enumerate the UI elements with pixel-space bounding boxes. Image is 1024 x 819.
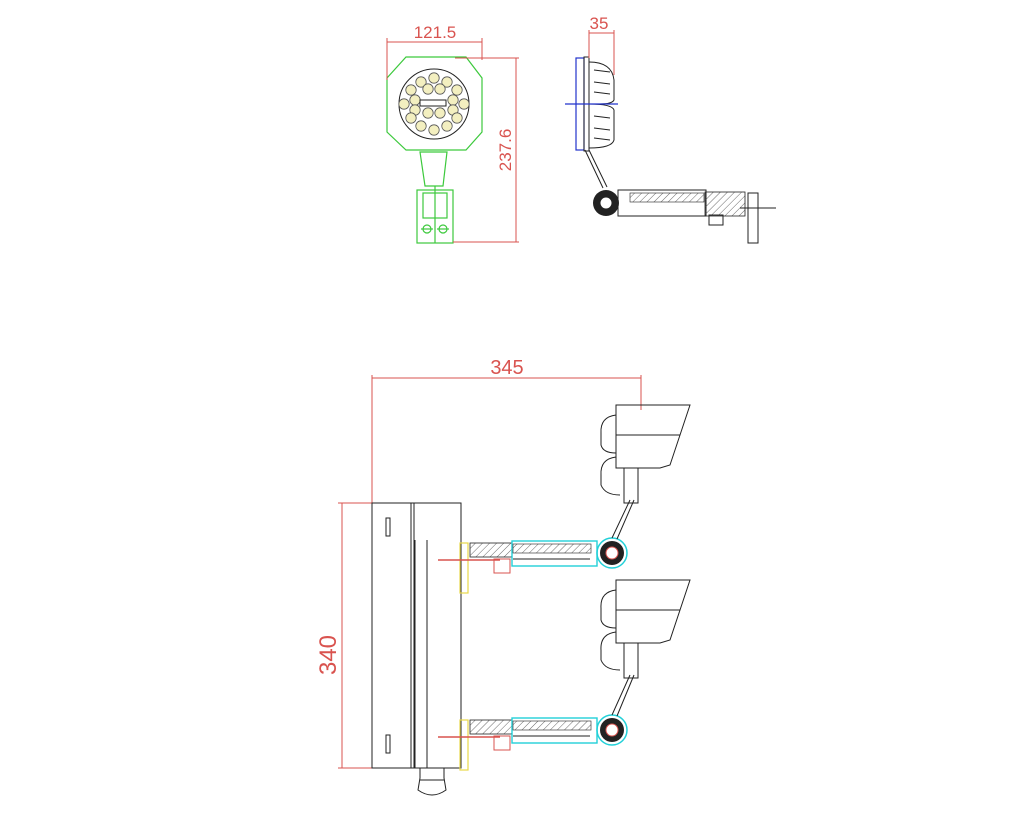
led [415,76,427,88]
lamp-head [615,404,691,469]
neck [419,151,448,187]
led [451,84,463,96]
tilt-arm [584,149,608,189]
led [405,84,417,96]
arm-mount [704,191,746,217]
center-label-slot [419,99,447,107]
driver-housing [371,502,462,769]
octagon-housing [386,56,483,151]
height-dimension: 237.6 [496,129,515,172]
assembly-view: 345 340 [315,357,691,796]
led-array [398,72,470,136]
height-dimension: 340 [315,635,342,675]
heatsink [588,61,615,149]
depth-dimension: 35 [590,14,609,33]
front-view: 121.5 237.6 [386,23,519,244]
led [398,98,410,110]
lamp-head [615,579,691,644]
led [409,94,421,106]
led [434,83,446,95]
heatsink [600,414,621,496]
arm-assembly [438,404,691,594]
side-view: 35 [565,14,776,244]
led [405,112,417,124]
led [415,120,427,132]
arm-assembly [438,579,691,771]
width-dimension: 121.5 [414,23,457,42]
led [451,112,463,124]
cable-gland [417,768,447,796]
led [428,124,440,136]
led [458,98,470,110]
heatsink [600,589,621,671]
led [428,72,440,84]
led [447,94,459,106]
led [441,120,453,132]
wall-plate [747,192,759,244]
led [422,107,434,119]
led [422,83,434,95]
led [434,107,446,119]
projection-dimension: 345 [490,357,523,379]
led [441,76,453,88]
